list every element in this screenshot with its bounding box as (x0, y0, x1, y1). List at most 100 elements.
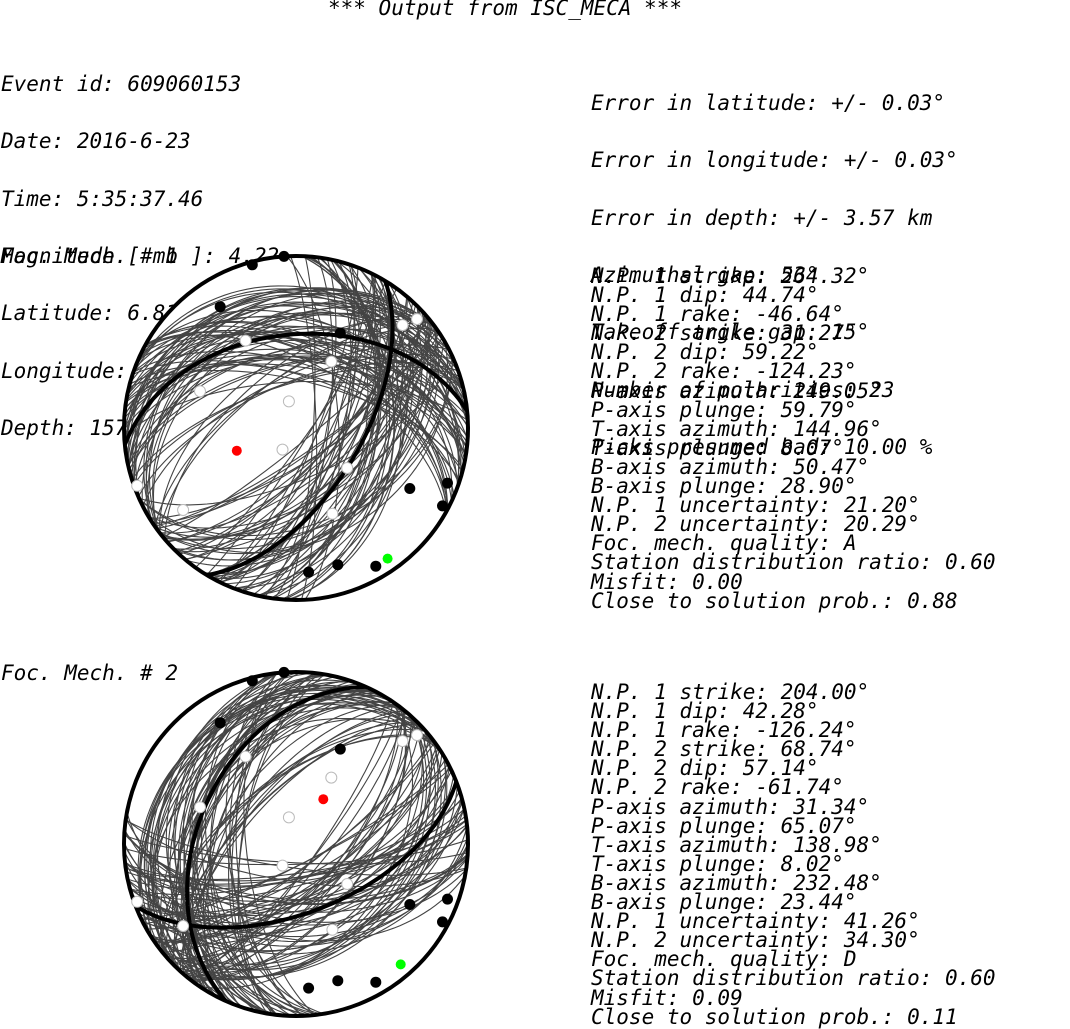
compressional-polarity (332, 975, 344, 987)
parameter-line: Foc. mech. quality: A (591, 531, 857, 556)
parameter-line: Station distribution ratio: 0.60 (591, 550, 996, 575)
latitude-error-text: Error in latitude: +/- 0.03° (591, 91, 946, 116)
acceptable-plane (135, 285, 460, 491)
nodal-plane-2 (134, 780, 459, 930)
longitude-error-text: Error in longitude: +/- 0.03° (591, 148, 958, 173)
parameter-line: B-axis azimuth: 50.47° (591, 454, 870, 479)
solution-planes (124, 256, 468, 600)
acceptable-plane (124, 834, 468, 865)
acceptable-plane (206, 281, 390, 576)
dilatational-polarity (131, 895, 144, 908)
acceptable-plane (124, 380, 468, 436)
parameter-line: N.P. 1 strike: 264.32° (591, 264, 870, 288)
parameter-line: N.P. 1 rake: -46.64° (591, 302, 844, 327)
parameter-line: T-axis azimuth: 138.98° (591, 832, 882, 857)
compressional-polarity (404, 899, 416, 910)
acceptable-plane (220, 273, 375, 584)
compressional-polarity (303, 982, 315, 994)
parameter-line: N.P. 1 rake: -126.24° (591, 718, 857, 743)
parameter-line: N.P. 2 strike: 68.74° (591, 737, 857, 762)
mechanism-2-label: Foc. Mech. # 2 (1, 661, 179, 685)
parameter-line: Misfit: 0.00 (591, 569, 743, 594)
acceptable-plane (198, 702, 394, 987)
dilatational-polarity (239, 750, 252, 763)
dilatational-polarity (194, 385, 206, 398)
polarity-count-text: Number of polarities: 23 (591, 377, 895, 402)
dilatational-polarity (326, 923, 339, 936)
parameter-line: T-axis plunge: 8.02° (591, 851, 844, 876)
compressional-polarity (246, 675, 258, 687)
parameter-line: Station distribution ratio: 0.60 (591, 966, 996, 991)
event-id-text: Event id: 609060153 (1, 72, 242, 97)
compressional-polarity (214, 301, 226, 313)
event-time-text: Time: 5:35:37.46 (1, 186, 204, 211)
acceptable-plane (286, 256, 316, 600)
acceptable-plane (188, 709, 405, 979)
dilatational-polarity (282, 811, 295, 824)
dilatational-polarity (411, 313, 423, 326)
parameter-line: P-axis plunge: 59.79° (591, 397, 857, 422)
t-axis-marker (382, 553, 393, 564)
acceptable-plane (260, 259, 381, 597)
acceptable-plane (151, 702, 422, 963)
mechanism-1-parameters: N.P. 1 strike: 264.32°N.P. 1 dip: 44.74°… (591, 264, 996, 613)
parameter-line: P-axis azimuth: 249.05° (591, 378, 882, 403)
acceptable-plane (124, 842, 468, 943)
parameter-line: Misfit: 0.09 (591, 985, 743, 1010)
nodal-plane-1 (124, 331, 468, 446)
acceptable-plane (167, 313, 426, 543)
dilatational-polarity (239, 334, 252, 347)
acceptable-plane (167, 729, 437, 978)
parameter-line: N.P. 2 uncertainty: 20.29° (591, 512, 920, 537)
parameter-line: N.P. 1 dip: 44.74° (591, 283, 819, 308)
parameter-line: N.P. 2 rake: -61.74° (591, 775, 844, 800)
acceptable-plane (156, 327, 436, 530)
acceptable-plane (124, 830, 468, 913)
acceptable-plane (260, 259, 352, 597)
mechanism-2-parameters: N.P. 1 strike: 204.00°N.P. 1 dip: 42.28°… (591, 681, 996, 1027)
acceptable-plane (127, 808, 465, 890)
dilatational-polarity (276, 443, 289, 456)
acceptable-plane (165, 672, 313, 1016)
acceptable-plane (159, 323, 434, 534)
acceptable-plane (194, 705, 399, 984)
parameter-line: N.P. 1 uncertainty: 41.26° (591, 909, 920, 934)
parameter-line: N.P. 2 uncertainty: 34.30° (591, 928, 920, 953)
dilatational-polarity (411, 729, 423, 742)
acceptable-plane (166, 314, 427, 542)
parameter-line: B-axis plunge: 28.90° (591, 474, 857, 499)
event-date-text: Date: 2016-6-23 (1, 129, 191, 154)
parameter-line: N.P. 2 rake: -124.23° (591, 359, 857, 384)
compressional-polarity (214, 717, 226, 729)
parameter-line: N.P. 2 strike: 31.27° (591, 321, 857, 346)
acceptable-plane (256, 260, 407, 596)
acceptable-plane (243, 672, 316, 1016)
stereonet-outline (122, 254, 470, 602)
acceptable-plane (130, 797, 463, 901)
acceptable-plane (158, 735, 434, 949)
compressional-polarity (404, 483, 416, 494)
acceptable-plane (132, 287, 458, 488)
dilatational-polarity (325, 355, 338, 368)
compressional-polarity (334, 743, 346, 755)
parameter-line: B-axis plunge: 23.44° (591, 890, 857, 915)
dilatational-polarity (341, 462, 354, 474)
acceptable-plane (142, 765, 450, 930)
compressional-polarity (442, 477, 453, 489)
dilatational-polarity (194, 801, 206, 814)
acceptable-plane (289, 256, 396, 600)
azimuthal-gap-text: Azimuthal gap: 53° (591, 263, 819, 288)
compressional-polarity (278, 666, 290, 678)
parameter-line: T-axis plunge: 8.07° (591, 435, 844, 460)
p-axis-marker (231, 445, 242, 456)
acceptable-plane (149, 337, 443, 520)
parameter-line: Close to solution prob.: 0.88 (591, 588, 958, 613)
acceptable-plane (290, 256, 318, 600)
acceptable-plane (206, 280, 386, 576)
acceptable-plane (146, 341, 449, 554)
acceptable-plane (204, 673, 324, 1015)
acceptable-plane (145, 288, 435, 532)
acceptable-plane (141, 767, 451, 921)
error-info: Error in latitude: +/- 0.03° Error in lo… (591, 56, 958, 476)
parameter-line: T-axis azimuth: 144.96° (591, 416, 882, 441)
